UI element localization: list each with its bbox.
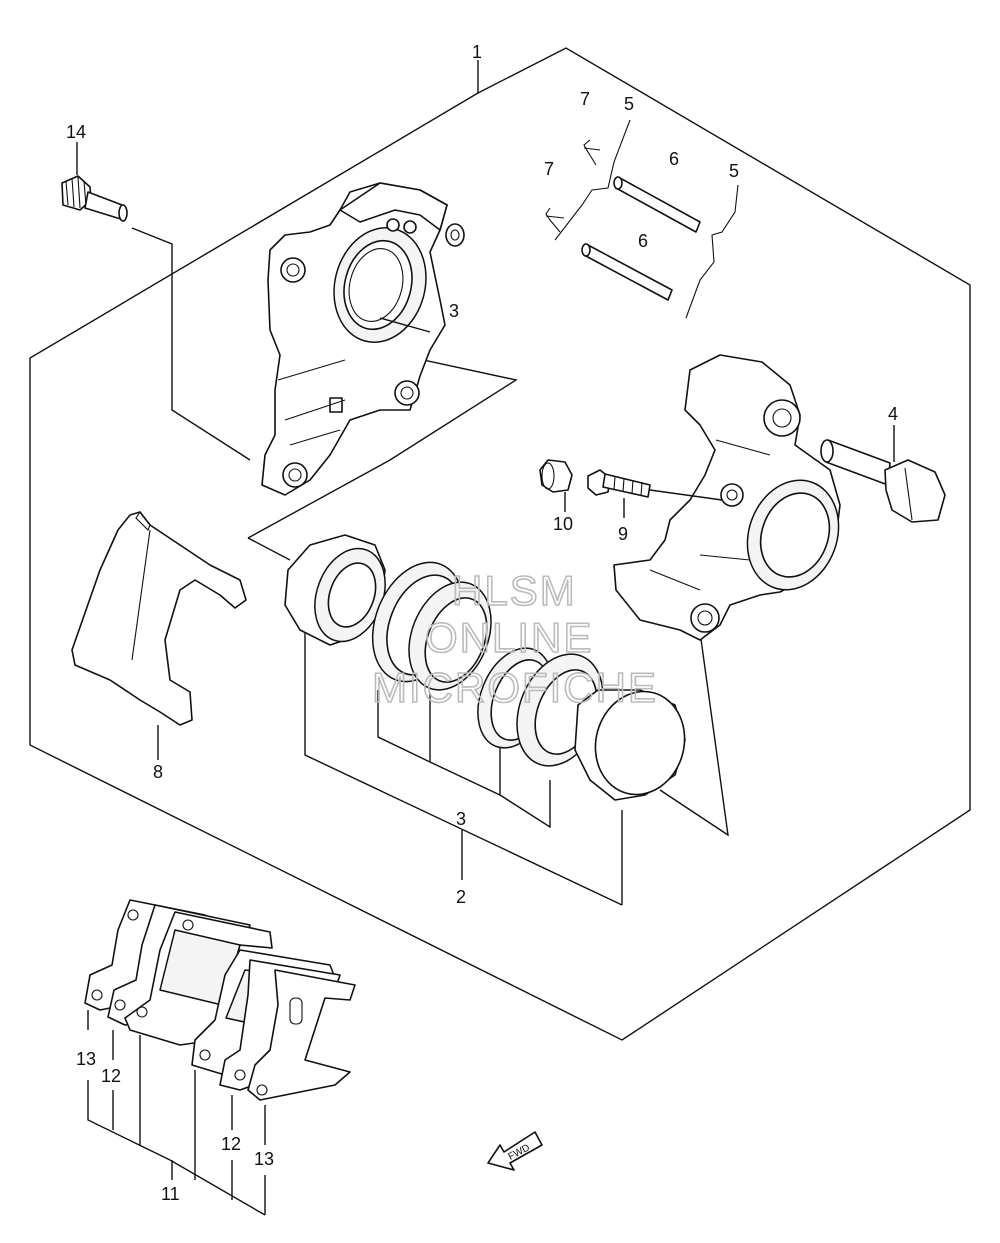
pad-group-bracket (87, 1010, 266, 1216)
mounting-bolt-part-4 (820, 425, 946, 523)
pad-retainer-part-8 (71, 511, 247, 760)
callout-13-left: 13 (76, 1049, 96, 1069)
watermark: HLSM ONLINE MICROFICHE (371, 566, 658, 712)
forward-direction-arrow: FWD (487, 1131, 543, 1171)
assembly-outline (29, 47, 971, 1041)
forward-label: FWD (507, 1142, 532, 1162)
clip-part-7-lower (545, 207, 565, 233)
piston-part-2-left (284, 534, 386, 646)
pad-pin-part-6-lower (581, 243, 673, 301)
callout-12-right: 12 (221, 1134, 241, 1154)
brake-pad-part-11-left (124, 911, 273, 1046)
callout-7-lower: 7 (544, 159, 554, 179)
callout-10: 10 (553, 514, 573, 534)
callout-8: 8 (153, 762, 163, 782)
bleeder-valve-part-9 (587, 469, 723, 518)
callout-11: 11 (161, 1184, 180, 1204)
callout-6-upper: 6 (669, 149, 679, 169)
callout-14: 14 (66, 122, 86, 142)
caliper-bolt-part-14 (61, 142, 251, 461)
dust-seal-part-3-left (408, 581, 492, 691)
callout-12-left: 12 (101, 1066, 121, 1086)
caliper-half-inner (261, 182, 448, 496)
callout-6-lower: 6 (638, 231, 648, 251)
watermark-line-1: HLSM (452, 567, 577, 614)
pad-spring-part-5-lower (685, 184, 739, 319)
pad-pin-part-6-upper (613, 176, 701, 233)
watermark-line-3: MICROFICHE (372, 664, 658, 711)
clip-part-7-upper (583, 139, 601, 166)
callout-2: 2 (456, 887, 466, 907)
bleeder-cap-part-10 (539, 459, 573, 512)
washer-part-3-upper (445, 223, 465, 247)
callout-1: 1 (472, 42, 482, 62)
pad-shim-part-13-right (247, 969, 356, 1101)
caliper-half-outer (613, 354, 841, 641)
callout-labels: 1 14 7 5 6 5 7 6 3 4 10 9 8 3 2 13 12 12… (66, 42, 898, 1204)
callout-4: 4 (888, 404, 898, 424)
callout-3-upper: 3 (449, 301, 459, 321)
seal-group-bracket (247, 342, 729, 906)
callout-5-upper: 5 (624, 94, 634, 114)
watermark-line-2: ONLINE (425, 614, 593, 661)
callout-5-lower: 5 (729, 161, 739, 181)
callout-13-right: 13 (254, 1149, 274, 1169)
callout-3-lower: 3 (456, 809, 466, 829)
callout-7-upper: 7 (580, 89, 590, 109)
callout-9: 9 (618, 524, 628, 544)
pad-spring-part-5-upper (554, 119, 631, 241)
piston-part-2-right (574, 689, 686, 801)
